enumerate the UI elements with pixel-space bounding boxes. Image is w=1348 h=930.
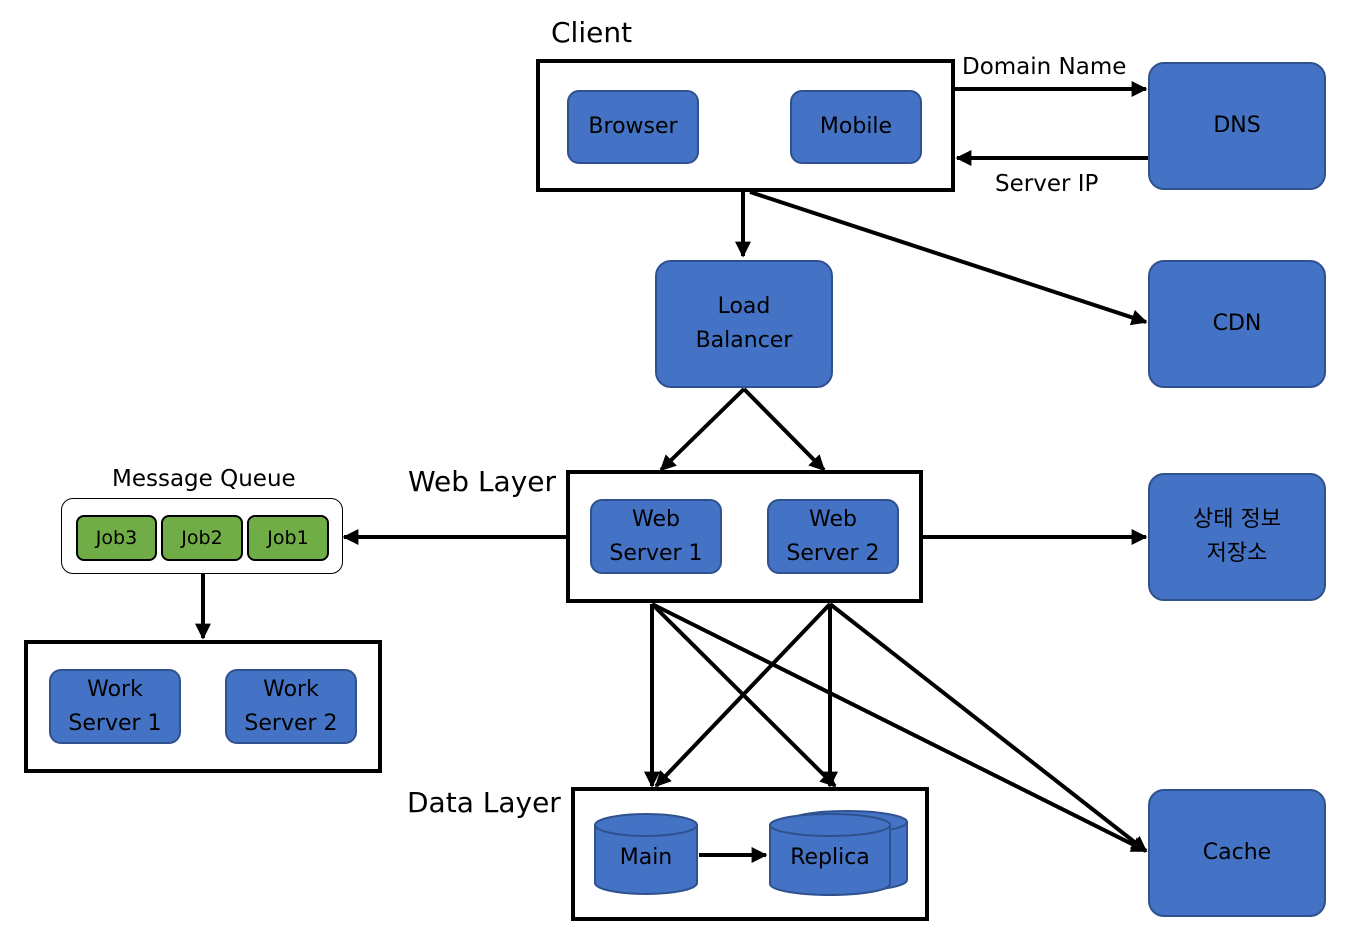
message-queue-label: Message Queue xyxy=(112,466,296,492)
work-server-2-node: Work Server 2 xyxy=(225,669,357,744)
domain-name-label: Domain Name xyxy=(962,54,1127,80)
cache-node: Cache xyxy=(1148,789,1326,917)
arrow-lb-to-web1 xyxy=(659,387,746,472)
server-ip-label: Server IP xyxy=(995,171,1099,197)
arrow-web2-to-cache xyxy=(828,602,1148,853)
web-server-1-node: Web Server 1 xyxy=(590,499,722,574)
job-item: Job2 xyxy=(161,515,243,561)
load-balancer-node: Load Balancer xyxy=(655,260,833,388)
browser-node: Browser xyxy=(567,90,699,164)
web-server-2-node: Web Server 2 xyxy=(767,499,899,574)
main-db-icon xyxy=(594,813,698,895)
mobile-node: Mobile xyxy=(790,90,922,164)
job-item: Job3 xyxy=(76,515,157,561)
client-label: Client xyxy=(551,16,633,49)
arrow-web2-to-main xyxy=(654,602,832,788)
replica-db-label: Replica xyxy=(790,845,870,870)
replica-db-icon xyxy=(769,810,908,896)
main-db-label: Main xyxy=(619,845,673,870)
dns-node: DNS xyxy=(1148,62,1326,190)
cdn-node: CDN xyxy=(1148,260,1326,388)
state-store-node: 상태 정보 저장소 xyxy=(1148,473,1326,601)
arrow-web1-to-cache xyxy=(651,602,1148,853)
arrow-client-to-cdn xyxy=(749,190,1148,326)
work-server-1-node: Work Server 1 xyxy=(49,669,181,744)
data-layer-label: Data Layer xyxy=(407,786,561,819)
web-layer-label: Web Layer xyxy=(408,465,557,498)
arrow-lb-to-web2 xyxy=(742,387,826,472)
job-item: Job1 xyxy=(247,515,329,561)
